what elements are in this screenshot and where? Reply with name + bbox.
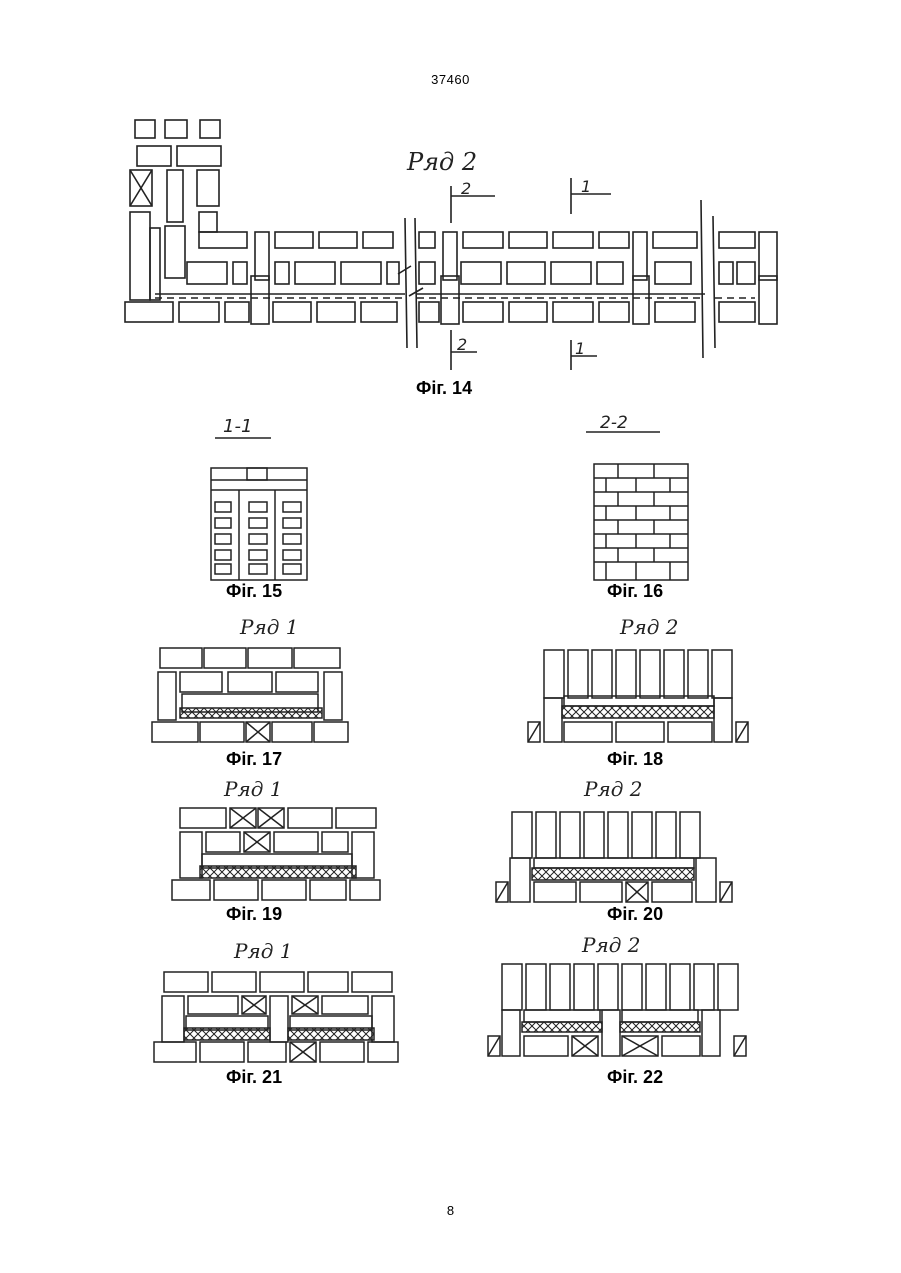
page-header-number: 37460 xyxy=(0,72,901,87)
fig19-row-label: Ряд 1 xyxy=(223,777,282,801)
figure-22-drawing: Ряд 2 xyxy=(484,930,754,1064)
figure-15-drawing: 1-1 xyxy=(205,410,315,582)
figure-15-caption: Фіг. 15 xyxy=(226,581,282,602)
figure-14-caption: Фіг. 14 xyxy=(416,378,472,399)
fig16-section-label: 2-2 xyxy=(600,413,628,433)
figure-14-drawing: Ряд 2 2 1 2 1 xyxy=(115,108,785,378)
fig17-row-label: Ряд 1 xyxy=(239,615,298,639)
figure-18-drawing: Ряд 2 xyxy=(524,612,754,746)
fig14-section-mark-2-top: 2 xyxy=(461,179,471,198)
figure-16-caption: Фіг. 16 xyxy=(607,581,663,602)
fig21-row-label: Ряд 1 xyxy=(233,939,292,963)
figure-19-caption: Фіг. 19 xyxy=(226,904,282,925)
figure-16-drawing: 2-2 xyxy=(584,410,694,582)
fig15-section-label: 1-1 xyxy=(223,416,252,437)
figure-20-caption: Фіг. 20 xyxy=(607,904,663,925)
figure-19-drawing: Ряд 1 xyxy=(166,776,386,904)
figure-18-caption: Фіг. 18 xyxy=(607,749,663,770)
fig14-section-mark-2-bottom: 2 xyxy=(457,335,467,354)
figure-22-caption: Фіг. 22 xyxy=(607,1067,663,1088)
fig14-row-label: Ряд 2 xyxy=(406,148,477,176)
fig22-row-label: Ряд 2 xyxy=(581,933,640,957)
fig14-section-mark-1-bottom: 1 xyxy=(575,339,585,358)
figure-21-caption: Фіг. 21 xyxy=(226,1067,282,1088)
fig14-section-mark-1-top: 1 xyxy=(581,177,591,196)
figure-20-drawing: Ряд 2 xyxy=(490,776,740,904)
fig20-row-label: Ряд 2 xyxy=(583,777,642,801)
figure-17-drawing: Ряд 1 xyxy=(148,612,354,746)
figure-17-caption: Фіг. 17 xyxy=(226,749,282,770)
fig18-row-label: Ряд 2 xyxy=(619,615,678,639)
page-number: 8 xyxy=(0,1203,901,1218)
figure-21-drawing: Ряд 1 xyxy=(150,938,404,1066)
